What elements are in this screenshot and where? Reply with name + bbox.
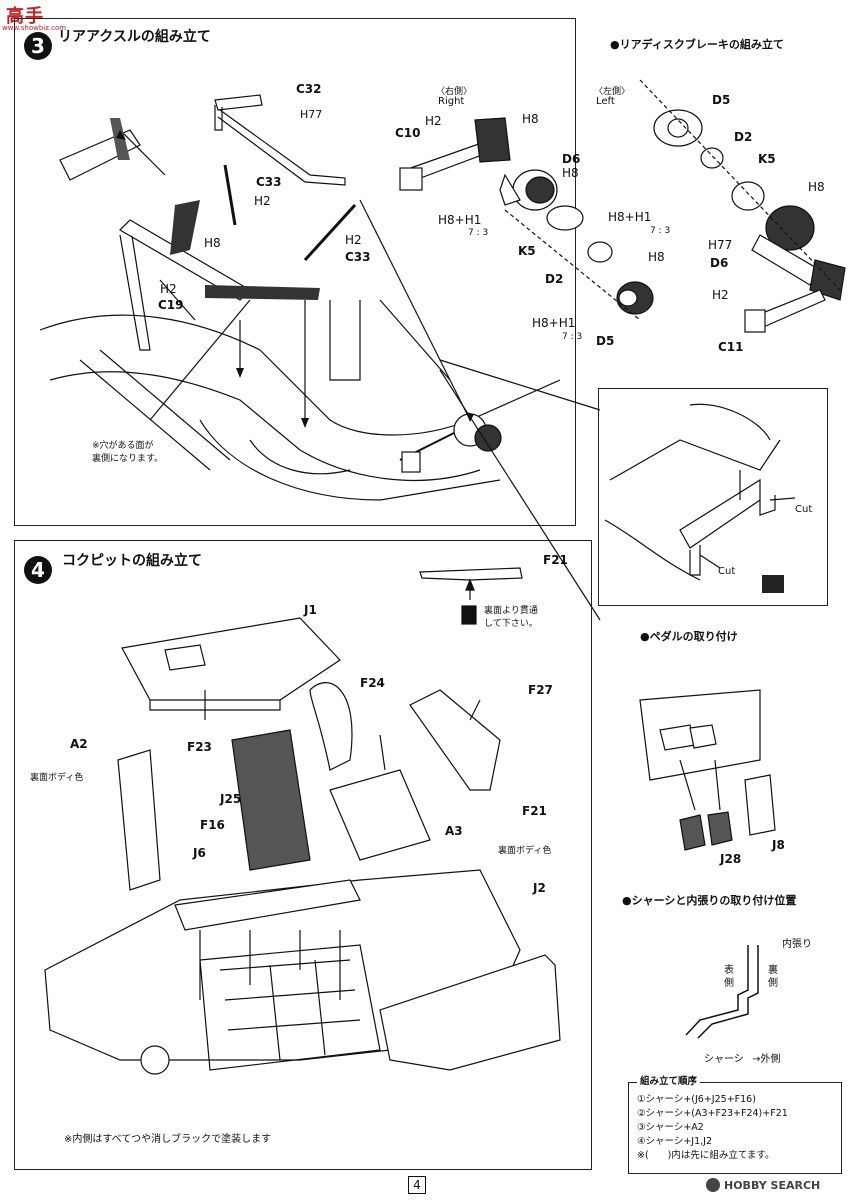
label-j8: J8 xyxy=(772,838,785,852)
label-d6r: D6 xyxy=(562,152,581,166)
label-h2a: H2 xyxy=(254,194,271,208)
step4-number: 4 xyxy=(24,556,52,584)
label-ratio2: 7 : 3 xyxy=(650,226,671,236)
label-k5l: K5 xyxy=(758,152,776,166)
label-h77: H77 xyxy=(300,108,323,121)
label-h2b: H2 xyxy=(345,233,362,247)
watermark-text: HOBBY SEARCH xyxy=(724,1178,821,1192)
watermark-logo-icon xyxy=(706,1178,720,1192)
rear-brake-title: ●リアディスクブレーキの組み立て xyxy=(610,38,784,51)
label-d5l: D5 xyxy=(712,93,731,107)
label-j2: J2 xyxy=(533,881,546,895)
hole-note: ※穴がある面が 裏側になります。 xyxy=(92,441,164,464)
logo-mark-icon xyxy=(762,575,784,593)
right-side-jp: 〈右側〉 xyxy=(436,87,473,97)
label-c33b: C33 xyxy=(345,250,371,264)
assembly-order-box: 組み立て順序 ①シャーシ+(J6+J25+F16) ②シャーシ+(A3+F23+… xyxy=(628,1075,842,1174)
page-number: 4 xyxy=(408,1176,426,1194)
label-f23: F23 xyxy=(187,740,212,754)
left-side-en: Left xyxy=(596,96,615,107)
label-d6l: D6 xyxy=(710,256,729,270)
label-f27: F27 xyxy=(528,683,553,697)
right-side-en: Right xyxy=(438,96,465,107)
label-h8l: H8 xyxy=(808,180,825,194)
label-c11: C11 xyxy=(718,340,744,354)
cut-detail-panel xyxy=(598,388,828,606)
label-mix-r2: H8+H1 xyxy=(608,210,652,224)
matte-note: ※内側はすべてつや消しブラックで塗装します xyxy=(64,1134,272,1145)
step3-number: 3 xyxy=(24,32,52,60)
chassis-pos-title: ●シャーシと内張りの取り付け位置 xyxy=(622,894,797,907)
watermark: HOBBY SEARCH xyxy=(706,1176,820,1194)
label-f24: F24 xyxy=(360,676,385,690)
logo-site: www.showbiz.com xyxy=(2,24,67,32)
order-item: ※( )内は先に組み立てます。 xyxy=(637,1150,775,1161)
order-item: ④シャーシ+J1,J2 xyxy=(637,1136,712,1147)
site-logo: 高手 www.showbiz.com xyxy=(2,2,74,36)
body-color-a3: 裏面ボディ色 xyxy=(498,846,552,856)
label-c33a: C33 xyxy=(256,175,282,189)
label-h77l: H77 xyxy=(708,238,733,252)
label-h2l: H2 xyxy=(712,288,729,302)
step3-title: リアアクスルの組み立て xyxy=(58,29,211,45)
left-side-jp: 〈左側〉 xyxy=(594,87,631,97)
label-mix-r3: H8+H1 xyxy=(532,316,576,330)
label-h8r3: H8 xyxy=(648,250,665,264)
label-d2l: D2 xyxy=(734,130,753,144)
front-side-label: 表 側 xyxy=(724,965,734,989)
label-ratio3: 7 : 3 xyxy=(562,332,583,342)
order-item: ②シャーシ+(A3+F23+F24)+F21 xyxy=(637,1108,788,1119)
label-h8r2: H8 xyxy=(562,166,579,180)
chassis-label: シャーシ xyxy=(704,1054,744,1065)
inner-panel-label: 内張り xyxy=(782,939,812,950)
order-item: ①シャーシ+(J6+J25+F16) xyxy=(637,1094,756,1105)
label-ratio1: 7 : 3 xyxy=(468,228,489,238)
label-mix-r1: H8+H1 xyxy=(438,213,482,227)
label-f21b: F21 xyxy=(522,804,547,818)
label-j6: J6 xyxy=(193,846,206,860)
label-j1: J1 xyxy=(304,603,317,617)
body-color-a2: 裏面ボディ色 xyxy=(30,773,84,783)
back-side-label: 裏 側 xyxy=(768,965,778,989)
label-k5r: K5 xyxy=(518,244,536,258)
cut-label-2: Cut xyxy=(718,566,736,577)
label-c10: C10 xyxy=(395,126,421,140)
step4-panel xyxy=(14,540,592,1170)
step4-title: コクピットの組み立て xyxy=(62,553,202,569)
label-d5r: D5 xyxy=(596,334,615,348)
label-h2r: H2 xyxy=(425,114,442,128)
label-c19: C19 xyxy=(158,298,184,312)
assembly-order-title: 組み立て順序 xyxy=(637,1075,701,1089)
label-c32: C32 xyxy=(296,82,322,96)
label-f21a: F21 xyxy=(543,553,568,567)
label-d2r: D2 xyxy=(545,272,564,286)
outer-label: →外側 xyxy=(752,1054,781,1065)
label-a2: A2 xyxy=(70,737,88,751)
logo-text: 高手 xyxy=(6,6,44,27)
drill-note: 裏面より貫通 して下さい。 xyxy=(484,606,538,629)
label-f16: F16 xyxy=(200,818,225,832)
label-j25: J25 xyxy=(220,792,242,806)
cut-label-1: Cut xyxy=(795,504,813,515)
label-j28: J28 xyxy=(720,852,742,866)
label-a3: A3 xyxy=(445,824,463,838)
pedal-title: ●ペダルの取り付け xyxy=(640,630,738,643)
label-h2c: H2 xyxy=(160,282,177,296)
order-item: ③シャーシ+A2 xyxy=(637,1122,704,1133)
label-h8r: H8 xyxy=(522,112,539,126)
step3-panel xyxy=(14,18,576,526)
label-h8a: H8 xyxy=(204,236,221,250)
